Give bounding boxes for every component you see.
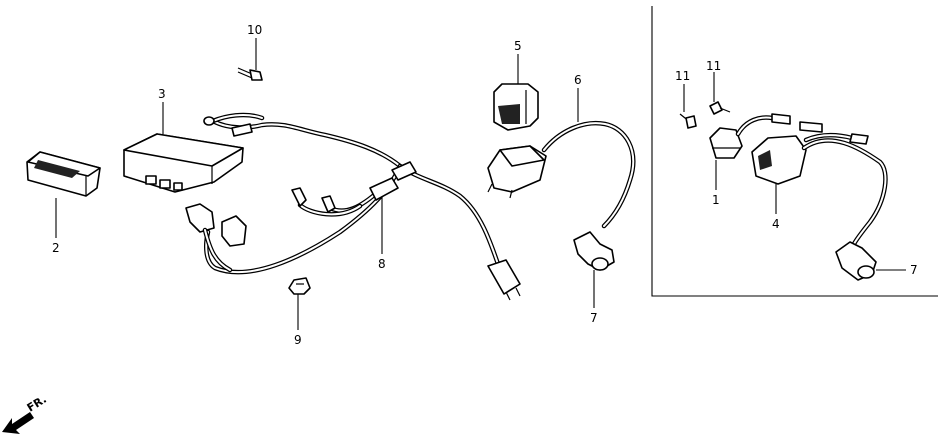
callout-10: 10 [247,23,262,37]
part-5-cover [493,83,539,131]
part-6-ignition-coil [487,120,636,229]
part-11-bolt-right [709,101,731,115]
part-7-plug-cap-left [573,231,615,271]
part-3-control-unit [123,133,244,193]
callout-8: 8 [378,257,386,271]
callout-7-right: 7 [910,263,918,277]
inset-frame [651,6,938,297]
callout-9: 9 [294,333,302,347]
callout-6: 6 [574,73,582,87]
part-4-coil [751,121,888,247]
part-8-wire-harness [185,112,521,301]
part-7-plug-cap-right [835,241,877,281]
callout-4: 4 [772,217,780,231]
part-1-pulse-generator [709,113,791,159]
callout-5: 5 [514,39,522,53]
leader-lines [55,38,906,330]
part-2-holder [26,151,101,197]
callout-7-left: 7 [590,311,598,325]
part-10-bolt [237,67,263,81]
direction-label: FR. [25,393,49,415]
callout-11-left: 11 [675,69,690,83]
callout-3: 3 [158,87,166,101]
callout-11-right: 11 [706,59,721,73]
callout-1: 1 [712,193,720,207]
part-9-clamp [288,277,311,295]
callout-2: 2 [52,241,60,255]
part-11-bolt-left [679,113,697,129]
front-direction-arrow-icon [2,412,34,434]
